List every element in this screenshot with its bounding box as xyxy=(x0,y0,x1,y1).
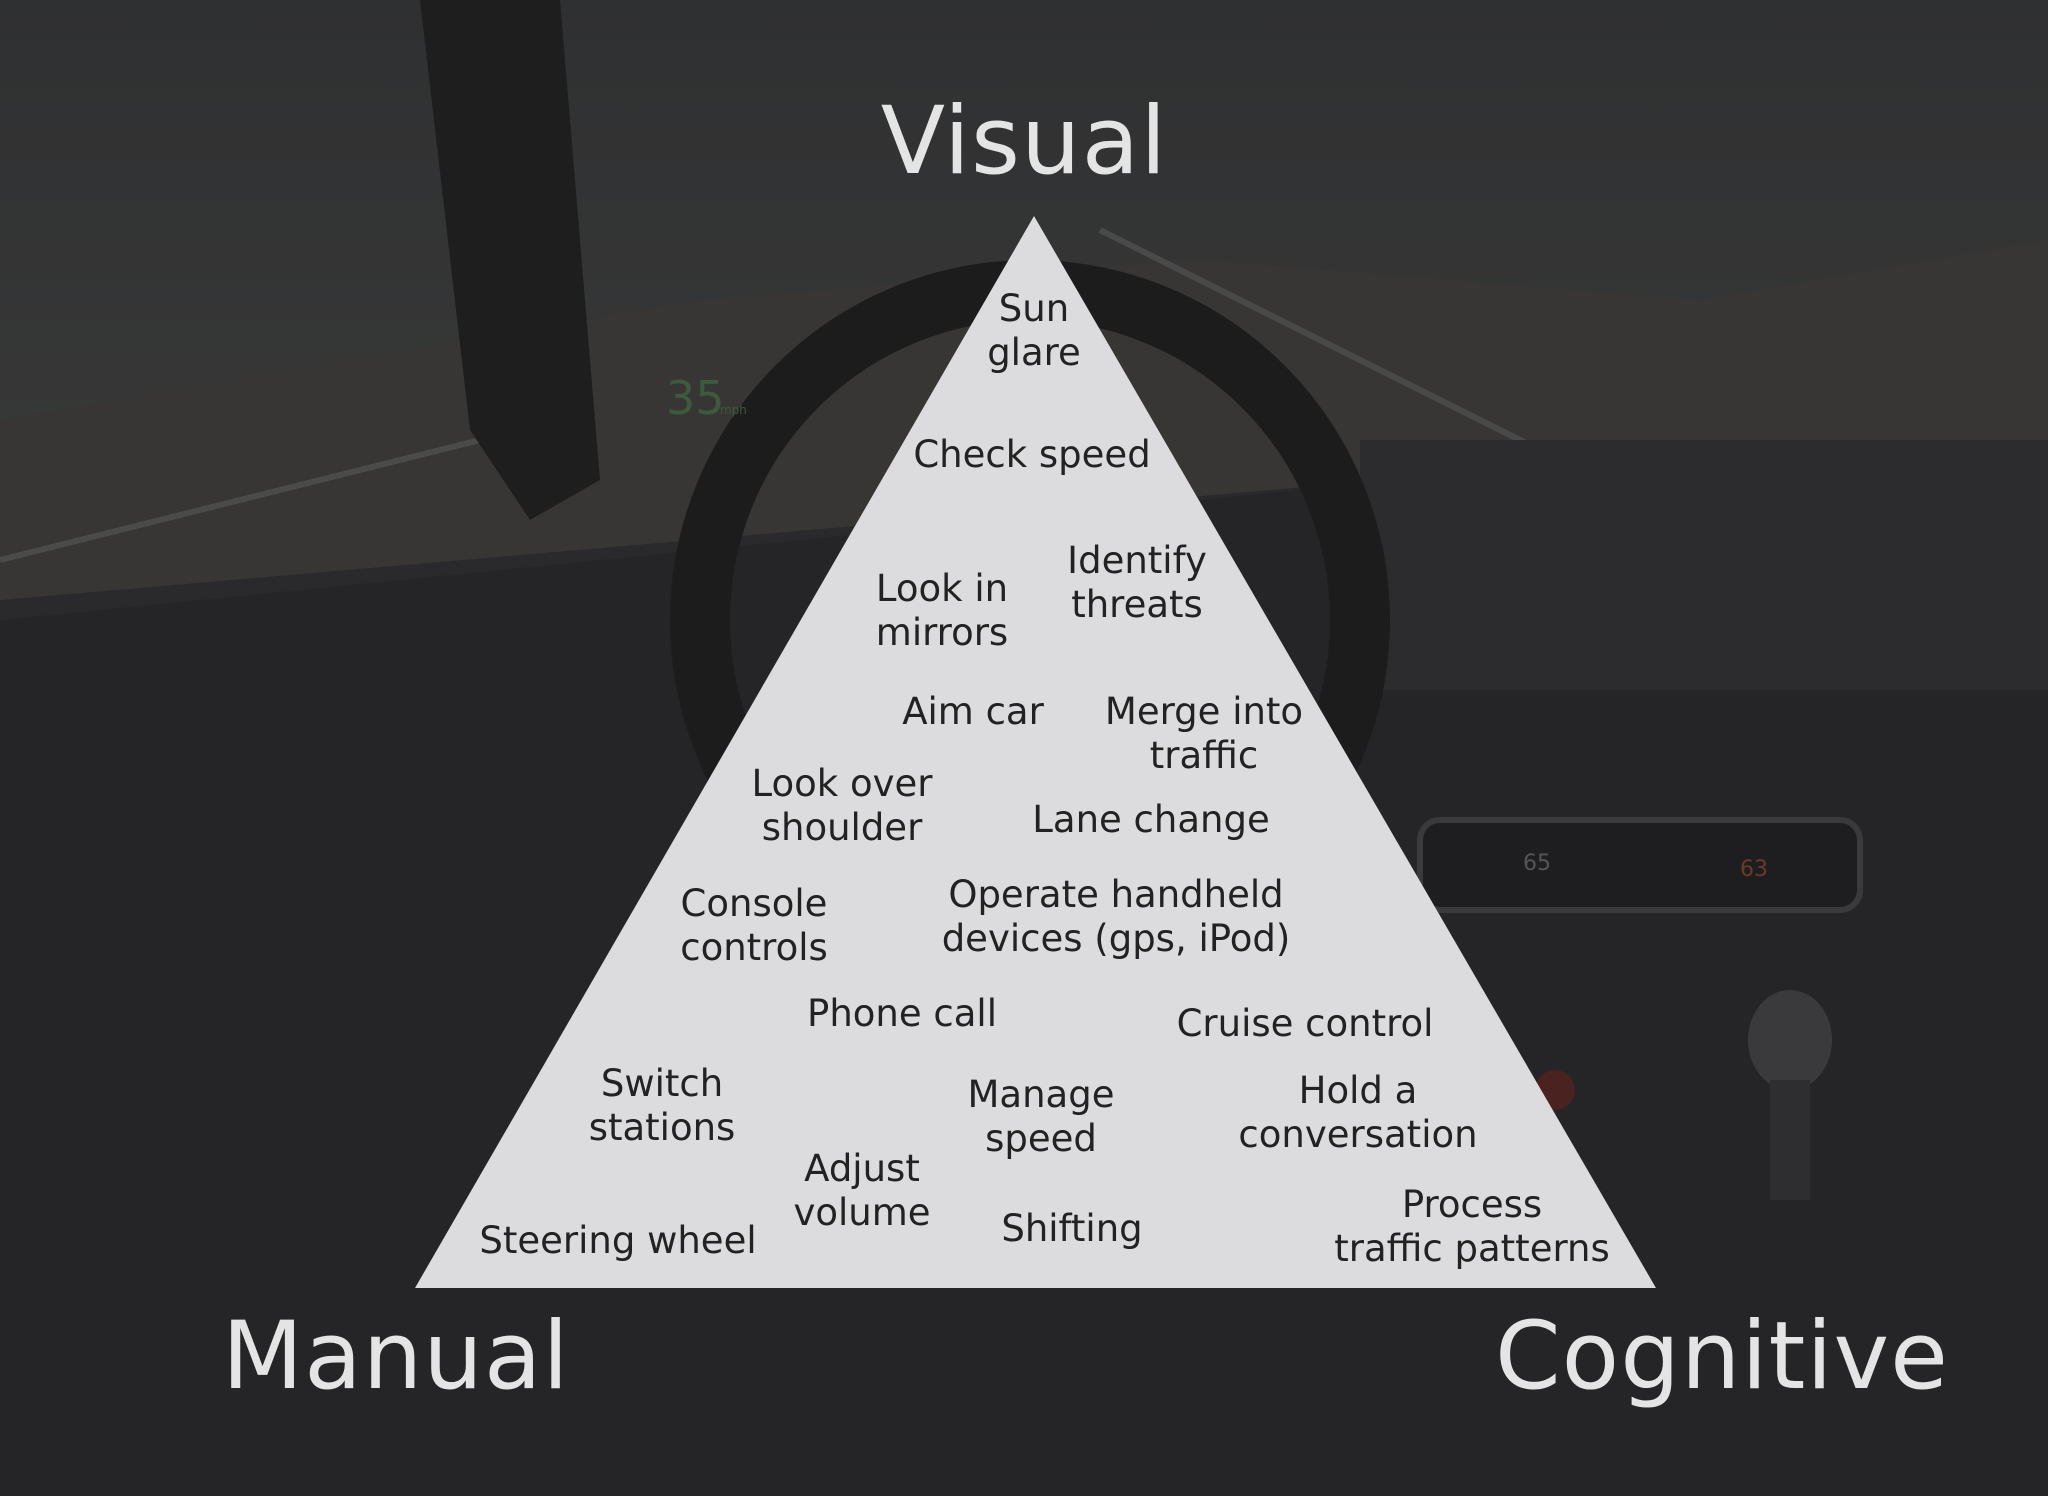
item-operate-handheld-devices: Operate handheld devices (gps, iPod) xyxy=(941,873,1291,960)
item-process-traffic-patterns: Process traffic patterns xyxy=(1334,1183,1610,1270)
pyramid-triangle xyxy=(415,216,1656,1288)
label-manual: Manual xyxy=(222,1302,570,1411)
item-look-in-mirrors: Look in mirrors xyxy=(875,567,1009,654)
item-sun-glare: Sun glare xyxy=(987,287,1081,374)
item-merge-into-traffic: Merge into traffic xyxy=(1104,690,1304,777)
hud-speed: 35 xyxy=(666,371,725,425)
label-cognitive: Cognitive xyxy=(1495,1302,1949,1411)
item-cruise-control: Cruise control xyxy=(1176,1002,1434,1045)
item-lane-change: Lane change xyxy=(1032,798,1270,841)
item-shifting: Shifting xyxy=(1001,1207,1143,1250)
item-hold-a-conversation: Hold a conversation xyxy=(1238,1069,1478,1156)
item-switch-stations: Switch stations xyxy=(588,1062,736,1149)
item-phone-call: Phone call xyxy=(807,992,997,1035)
gauge-right-readout: 63 xyxy=(1740,857,1768,882)
item-steering-wheel: Steering wheel xyxy=(479,1219,757,1262)
hud-speed-unit: mph xyxy=(720,403,747,417)
item-identify-threats: Identify threats xyxy=(1067,539,1207,626)
item-console-controls: Console controls xyxy=(680,882,828,969)
gauge-left-readout: 65 xyxy=(1523,851,1551,876)
item-adjust-volume: Adjust volume xyxy=(793,1147,931,1234)
label-visual: Visual xyxy=(880,87,1168,196)
item-manage-speed: Manage speed xyxy=(967,1073,1115,1160)
item-look-over-shoulder: Look over shoulder xyxy=(751,762,933,849)
item-check-speed: Check speed xyxy=(913,433,1151,476)
item-aim-car: Aim car xyxy=(902,690,1044,733)
